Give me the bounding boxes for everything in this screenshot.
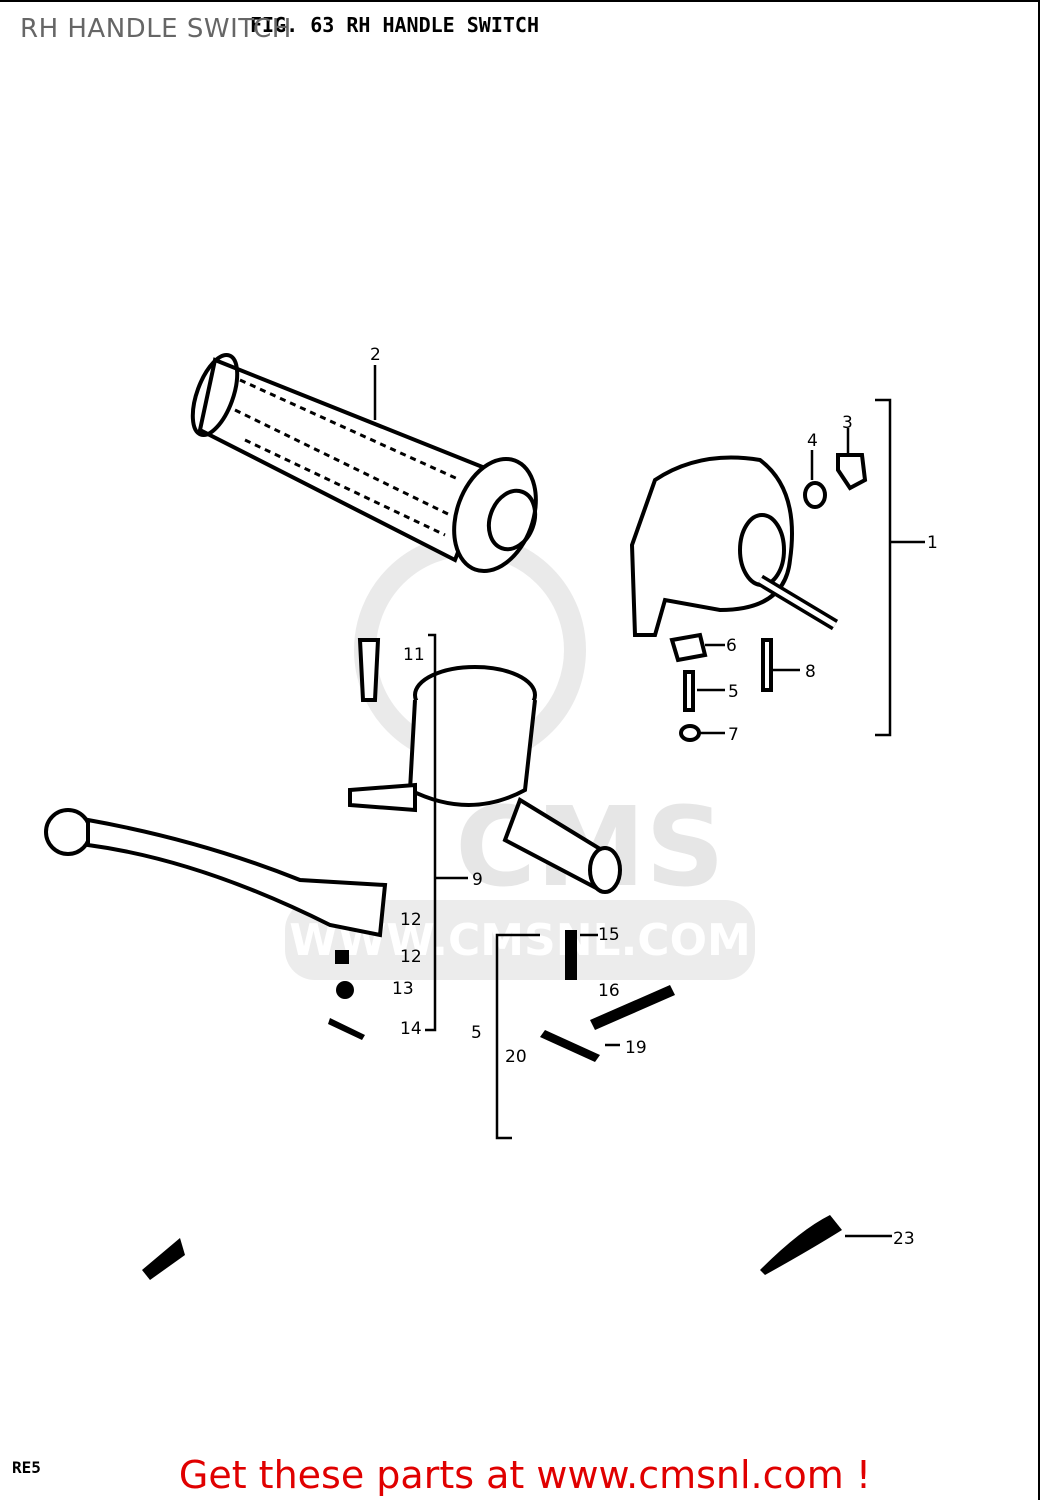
callout-label: 20: [505, 1047, 527, 1067]
callout-label: 4: [807, 431, 818, 451]
callout-label: 19: [625, 1038, 647, 1058]
right-border: [1038, 0, 1040, 1500]
switch-housing-part: [629, 453, 868, 742]
callout-label: 11: [403, 645, 425, 665]
callout-label: 6: [726, 636, 737, 656]
callout-label: 16: [598, 981, 620, 1001]
lever-holder-part: [348, 638, 622, 894]
callout-label: 12: [400, 910, 422, 930]
small-parts: [142, 930, 842, 1280]
callout-label: 7: [728, 725, 739, 745]
page-title: RH HANDLE SWITCH: [20, 14, 292, 44]
callout-label: 3: [842, 413, 853, 433]
callout-label: 5: [471, 1023, 482, 1043]
callout-label: 9: [472, 870, 483, 890]
callout-label: 1: [927, 533, 938, 553]
callout-label: 8: [805, 662, 816, 682]
grip-part: [190, 353, 538, 574]
clutch-lever-part: [44, 808, 388, 938]
callout-label: 12: [400, 947, 422, 967]
cmsnl-watermark: WWW.CMSNL.COM CMS: [285, 534, 755, 980]
callout-label: 2: [370, 345, 381, 365]
callout-label: 15: [598, 925, 620, 945]
bracket-lines: [373, 365, 925, 1238]
callout-label: 23: [893, 1229, 915, 1249]
callout-label: 5: [728, 682, 739, 702]
callout-label: 13: [392, 979, 414, 999]
figure-title: FIG. 63 RH HANDLE SWITCH: [250, 13, 539, 37]
figure-code: RE5: [12, 1458, 41, 1477]
cmsnl-link[interactable]: Get these parts at www.cmsnl.com !: [178, 1453, 872, 1497]
callout-label: 14: [400, 1019, 422, 1039]
top-border: [0, 0, 1040, 2]
